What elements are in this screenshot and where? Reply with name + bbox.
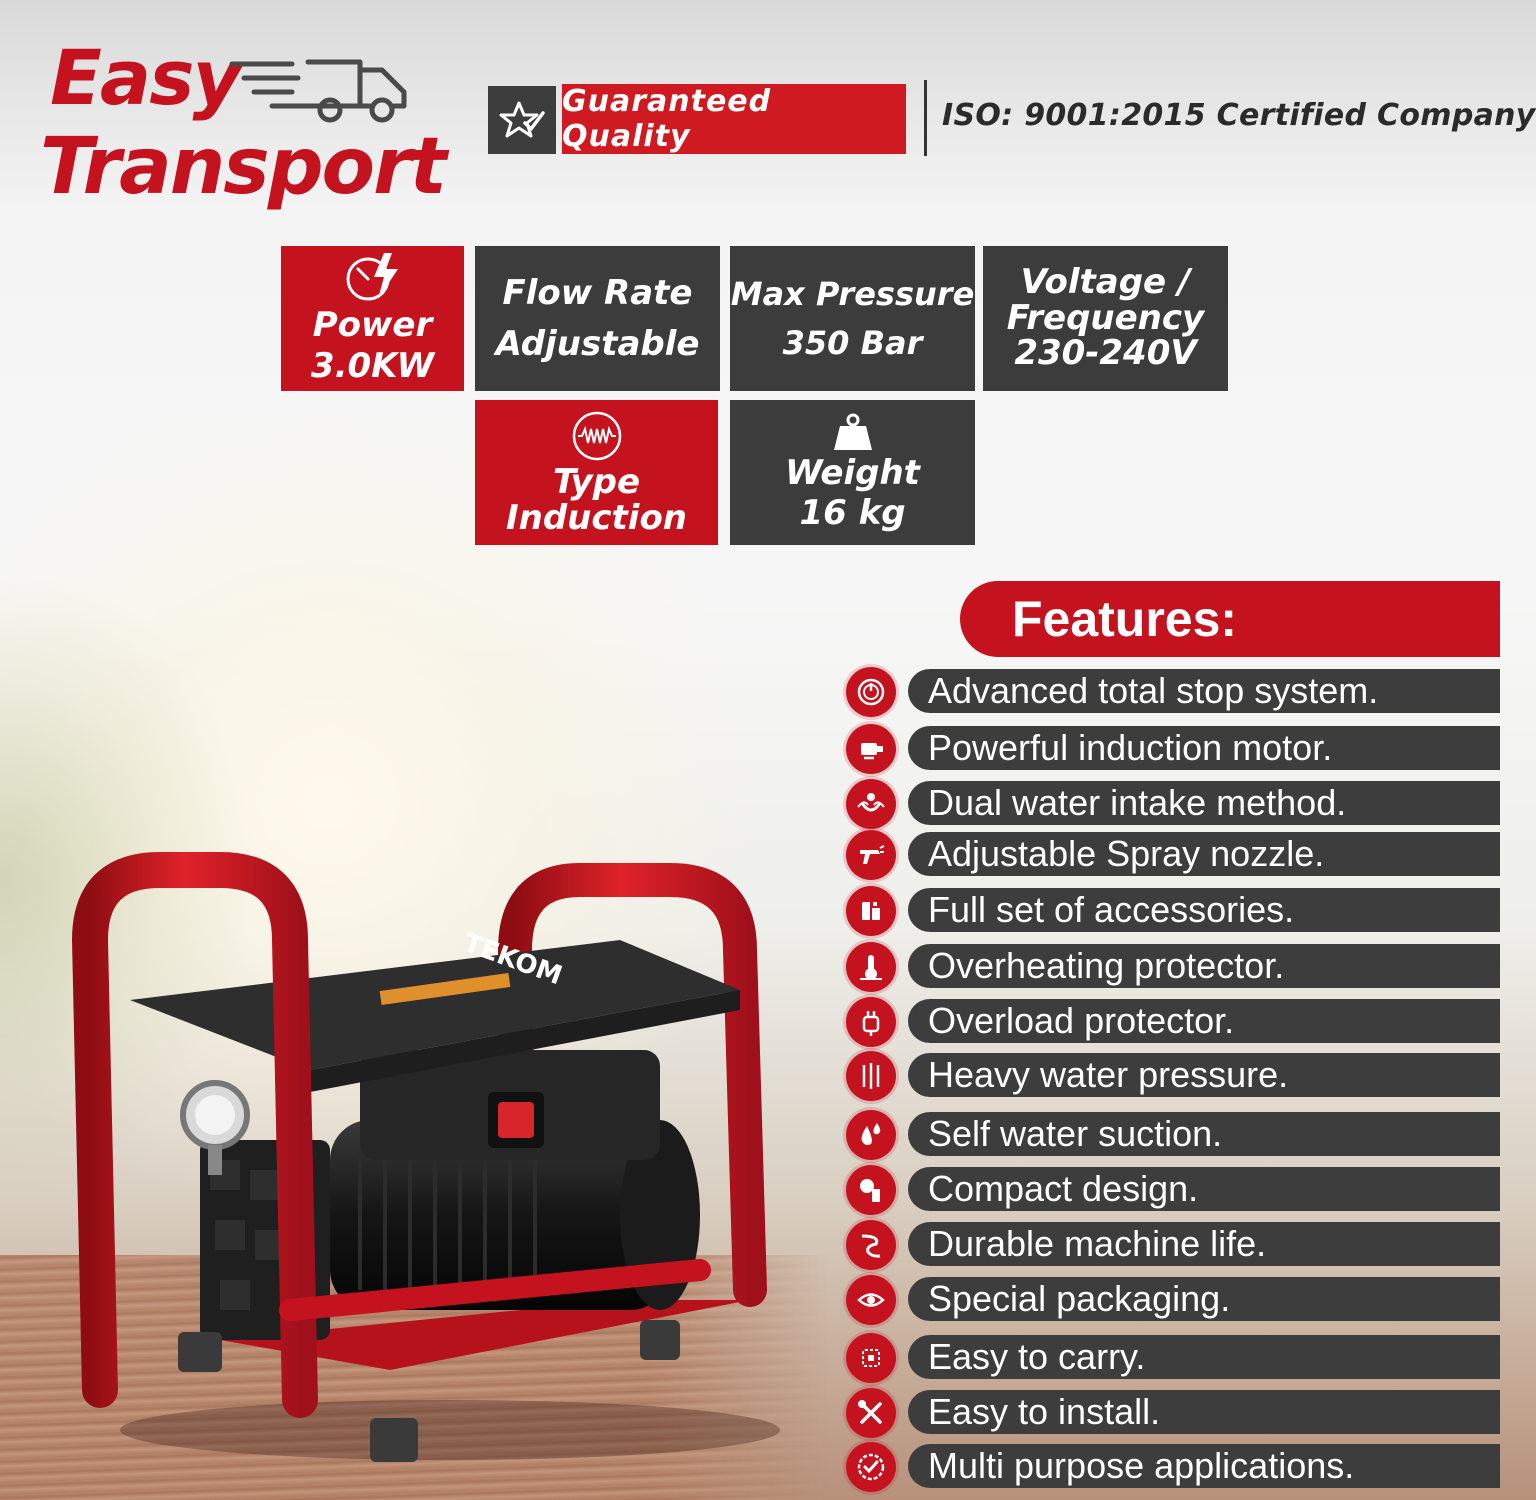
feature-text: Dual water intake method. (928, 782, 1347, 823)
voltage-label: Voltage / (1020, 261, 1191, 302)
feature-bar (908, 832, 1500, 876)
tools-icon (846, 1388, 896, 1438)
hose-icon (846, 1220, 896, 1270)
feature-text: Overload protector. (928, 1000, 1235, 1041)
spec-tile-power: Power 3.0KW (281, 246, 464, 391)
max-pressure-label: Max Pressure (730, 275, 975, 314)
feature-item: Powerful induction motor. (840, 724, 1500, 780)
feature-item: Special packaging. (840, 1275, 1500, 1331)
feature-item: Durable machine life. (840, 1220, 1500, 1276)
feature-text: Full set of accessories. (928, 889, 1295, 930)
feature-item: Overheating protector. (840, 942, 1500, 998)
feature-bar (908, 1167, 1500, 1211)
feature-bar (908, 944, 1500, 988)
feature-item: Compact design. (840, 1165, 1500, 1221)
feature-text: Durable machine life. (928, 1223, 1267, 1264)
feature-bar (908, 1053, 1500, 1097)
feature-item: Dual water intake method. (840, 779, 1500, 835)
feature-bar (908, 1112, 1500, 1156)
features-banner (960, 581, 1500, 657)
feature-text: Overheating protector. (928, 945, 1285, 986)
feature-bar (908, 726, 1500, 770)
weight-icon (833, 413, 872, 451)
easy-transport-logo: Easy Transport (40, 33, 447, 210)
weight-label: Weight (785, 453, 920, 494)
feature-text: Compact design. (928, 1168, 1199, 1209)
feature-bar (908, 1277, 1500, 1321)
quality-star-badge (488, 86, 556, 154)
feature-item: Full set of accessories. (840, 886, 1500, 942)
pressure-icon (846, 1051, 896, 1101)
spec-tile-max-pressure: Max Pressure 350 Bar (730, 246, 975, 391)
features-title: Features: (1012, 591, 1238, 647)
type-value: Induction (505, 497, 688, 538)
carry-icon (846, 1333, 896, 1383)
weight-value: 16 kg (799, 492, 906, 533)
feature-bar (908, 1222, 1500, 1266)
compact-icon (846, 1165, 896, 1215)
feature-item: Overload protector. (840, 997, 1500, 1053)
feature-text: Advanced total stop system. (928, 670, 1379, 711)
flow-rate-label: Flow Rate (502, 272, 693, 313)
feature-bar (908, 999, 1500, 1043)
feature-text: Easy to carry. (928, 1336, 1146, 1377)
spray-gun-icon (846, 830, 896, 880)
feature-text: Heavy water pressure. (928, 1054, 1289, 1095)
guaranteed-quality-badge: Guaranteed Quality (562, 84, 906, 154)
feature-bar (908, 1390, 1500, 1434)
induction-coil-icon (572, 411, 621, 461)
spec-tile-type: Type Induction (475, 400, 718, 545)
feature-text: Multi purpose applications. (928, 1445, 1355, 1486)
flow-rate-value: Adjustable (495, 323, 700, 364)
power-label: Power (312, 304, 433, 345)
feature-text: Easy to install. (928, 1391, 1161, 1432)
power-value: 3.0KW (310, 345, 435, 386)
accessories-icon (846, 886, 896, 936)
water-intake-icon (846, 779, 896, 829)
voltage-value: 230-240V (1014, 333, 1197, 374)
feature-item: Easy to install. (840, 1388, 1500, 1444)
header-divider (924, 80, 927, 156)
spec-tile-weight: Weight 16 kg (730, 400, 975, 545)
thermometer-icon (846, 942, 896, 992)
feature-text: Self water suction. (928, 1113, 1223, 1154)
feature-item: Easy to carry. (840, 1333, 1500, 1389)
pressure-washer-image: TEKOM (71, 852, 780, 1462)
type-label: Type (552, 461, 641, 502)
feature-item: Advanced total stop system. (840, 667, 1500, 723)
feature-text: Special packaging. (928, 1278, 1231, 1319)
iso-certification: ISO: 9001:2015 Certified Company (942, 98, 1536, 133)
spec-tile-flow-rate: Flow Rate Adjustable (475, 246, 720, 391)
frequency-label: Frequency (1006, 297, 1205, 338)
logo-line1: Easy (50, 33, 242, 122)
feature-bar (908, 1335, 1500, 1379)
feature-item: Multi purpose applications. (840, 1442, 1500, 1498)
feature-text: Adjustable Spray nozzle. (928, 833, 1325, 874)
star-check-icon (499, 101, 545, 138)
power-icon (846, 667, 896, 717)
logo-line2: Transport (40, 122, 447, 212)
feature-item: Adjustable Spray nozzle. (840, 830, 1500, 886)
feature-text: Powerful induction motor. (928, 727, 1333, 768)
spec-tile-voltage: Voltage / Frequency 230-240V (983, 246, 1228, 391)
feature-bar (908, 1444, 1500, 1488)
water-drop-icon (846, 1110, 896, 1160)
motor-icon (846, 724, 896, 774)
feature-item: Heavy water pressure. (840, 1051, 1500, 1107)
feature-bar (908, 669, 1500, 713)
feature-bar (908, 888, 1500, 932)
feature-bar (908, 781, 1500, 825)
gauge-lightning-icon (346, 252, 398, 301)
check-badge-icon (846, 1442, 896, 1492)
eye-icon (846, 1275, 896, 1325)
max-pressure-value: 350 Bar (782, 323, 923, 362)
feature-item: Self water suction. (840, 1110, 1500, 1166)
plug-icon (846, 997, 896, 1047)
truck-icon (229, 59, 407, 123)
